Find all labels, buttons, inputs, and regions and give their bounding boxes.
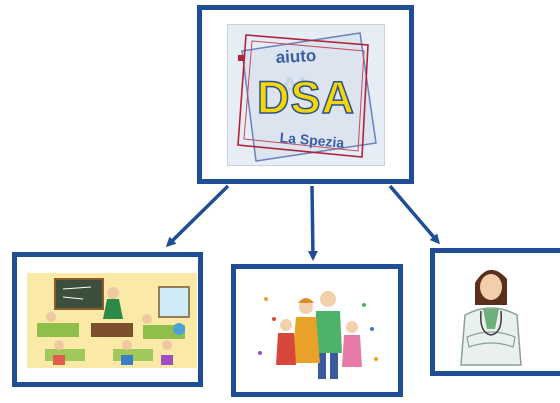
school-node (12, 252, 203, 387)
classroom-illustration (27, 273, 197, 368)
doctor-illustration (460, 269, 522, 366)
root-node: AI aiuto DSA La Spezia (197, 5, 414, 184)
doctor-node (430, 248, 560, 376)
svg-text:AI: AI (280, 71, 306, 101)
arrow-to-doctor (388, 184, 440, 245)
family-node (231, 264, 403, 397)
logo-frames: AI (237, 32, 377, 162)
logo-word-dsa: DSA (256, 71, 355, 124)
aiuto-dsa-logo: AI aiuto DSA La Spezia (227, 24, 385, 166)
arrow-to-family (307, 185, 318, 261)
arrow-to-school (165, 184, 230, 248)
family-illustration (258, 291, 378, 379)
